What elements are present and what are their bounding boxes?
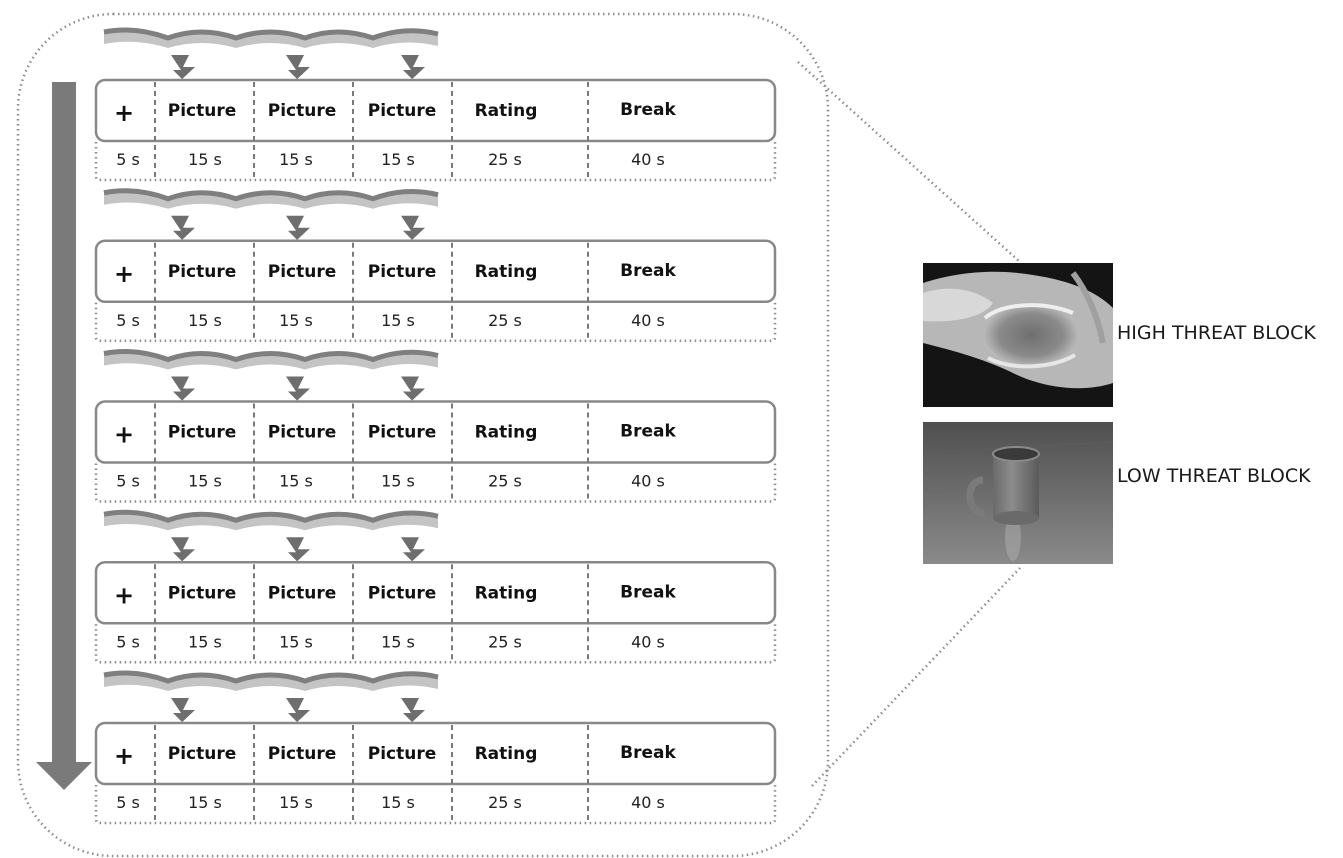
duration-label: 15 s (381, 793, 415, 812)
duration-label: 40 s (631, 632, 665, 651)
duration-label: 15 s (279, 150, 313, 169)
high-threat-photo (923, 263, 1113, 407)
duration-label: 25 s (488, 311, 522, 330)
sequence-box (94, 78, 777, 143)
duration-label: 15 s (188, 472, 222, 491)
low-threat-photo (923, 422, 1113, 564)
wave-line (103, 27, 439, 41)
duration-label: 40 s (631, 150, 665, 169)
duration-label: 25 s (488, 632, 522, 651)
duration-label: 5 s (116, 632, 140, 651)
block-frame (16, 12, 830, 858)
segment-label: Picture (368, 423, 437, 443)
duration-label: 15 s (279, 311, 313, 330)
duration-label: 40 s (631, 311, 665, 330)
segment-label: Break (620, 261, 676, 281)
duration-label: 15 s (279, 793, 313, 812)
duration-label: 15 s (381, 632, 415, 651)
duration-label: 5 s (116, 311, 140, 330)
segment-label: Rating (475, 744, 538, 764)
duration-box (94, 785, 777, 825)
segment-label: Rating (475, 583, 538, 603)
duration-label: 15 s (279, 632, 313, 651)
segment-label: Picture (268, 262, 337, 282)
low-threat-label: LOW THREAT BLOCK (1117, 465, 1311, 487)
wave-line (103, 509, 439, 523)
duration-label: 25 s (488, 793, 522, 812)
duration-label: 5 s (116, 150, 140, 169)
duration-label: 40 s (631, 793, 665, 812)
time-arrow (36, 82, 92, 790)
sequence-box (94, 400, 777, 464)
zoom-line-top (797, 61, 1021, 263)
segment-label: Picture (168, 423, 237, 443)
duration-box (94, 302, 777, 342)
duration-label: 15 s (381, 311, 415, 330)
sequence-box (94, 239, 777, 303)
segment-label: Picture (168, 583, 237, 603)
duration-label: 15 s (188, 632, 222, 651)
duration-label: 15 s (188, 311, 222, 330)
duration-label: 15 s (279, 472, 313, 491)
segment-label: Picture (368, 744, 437, 764)
block-row: + Picture Picture Picture Rating Break 5 s 15 s… (94, 670, 777, 825)
segment-label: Break (620, 743, 676, 763)
duration-label: 15 s (188, 150, 222, 169)
block-row: + Picture Picture Picture Rating Break 5 s 15 s… (94, 509, 777, 664)
segment-label: Picture (268, 744, 337, 764)
segment-label: Break (620, 582, 676, 602)
duration-label: 5 s (116, 472, 140, 491)
segment-label: Picture (368, 262, 437, 282)
fixation-cross: + (114, 742, 134, 770)
block-row: + Picture Picture Picture Rating Break 5 s 15 s… (94, 349, 777, 503)
segment-label: Picture (268, 583, 337, 603)
segment-label: Rating (475, 101, 538, 121)
block-row: + Picture Picture Picture Rating Break 5 s 15 s… (94, 188, 777, 342)
segment-label: Picture (268, 423, 337, 443)
segment-label: Break (620, 422, 676, 442)
fixation-cross: + (114, 99, 134, 127)
duration-box (94, 142, 777, 182)
fixation-cross: + (114, 581, 134, 609)
segment-label: Picture (368, 101, 437, 121)
high-threat-label: HIGH THREAT BLOCK (1117, 322, 1316, 344)
duration-box (94, 624, 777, 664)
fixation-cross: + (114, 260, 134, 288)
wave-line (103, 349, 439, 363)
wave-line (103, 188, 439, 202)
segment-label: Break (620, 100, 676, 120)
segment-label: Picture (168, 262, 237, 282)
duration-label: 15 s (381, 472, 415, 491)
duration-box (94, 463, 777, 503)
duration-label: 15 s (381, 150, 415, 169)
segment-label: Rating (475, 423, 538, 443)
segment-label: Picture (168, 744, 237, 764)
sequence-box (94, 721, 777, 786)
fixation-cross: + (114, 421, 134, 449)
segment-label: Picture (168, 101, 237, 121)
duration-label: 15 s (188, 793, 222, 812)
block-row: + Picture Picture Picture Rating Break 5 s 15 s… (94, 27, 777, 182)
segment-label: Rating (475, 262, 538, 282)
zoom-line-bottom (811, 567, 1021, 787)
sequence-box (94, 561, 777, 625)
duration-label: 5 s (116, 793, 140, 812)
duration-label: 25 s (488, 472, 522, 491)
segment-label: Picture (368, 583, 437, 603)
segment-label: Picture (268, 101, 337, 121)
duration-label: 40 s (631, 472, 665, 491)
duration-label: 25 s (488, 150, 522, 169)
wave-line (103, 670, 439, 684)
